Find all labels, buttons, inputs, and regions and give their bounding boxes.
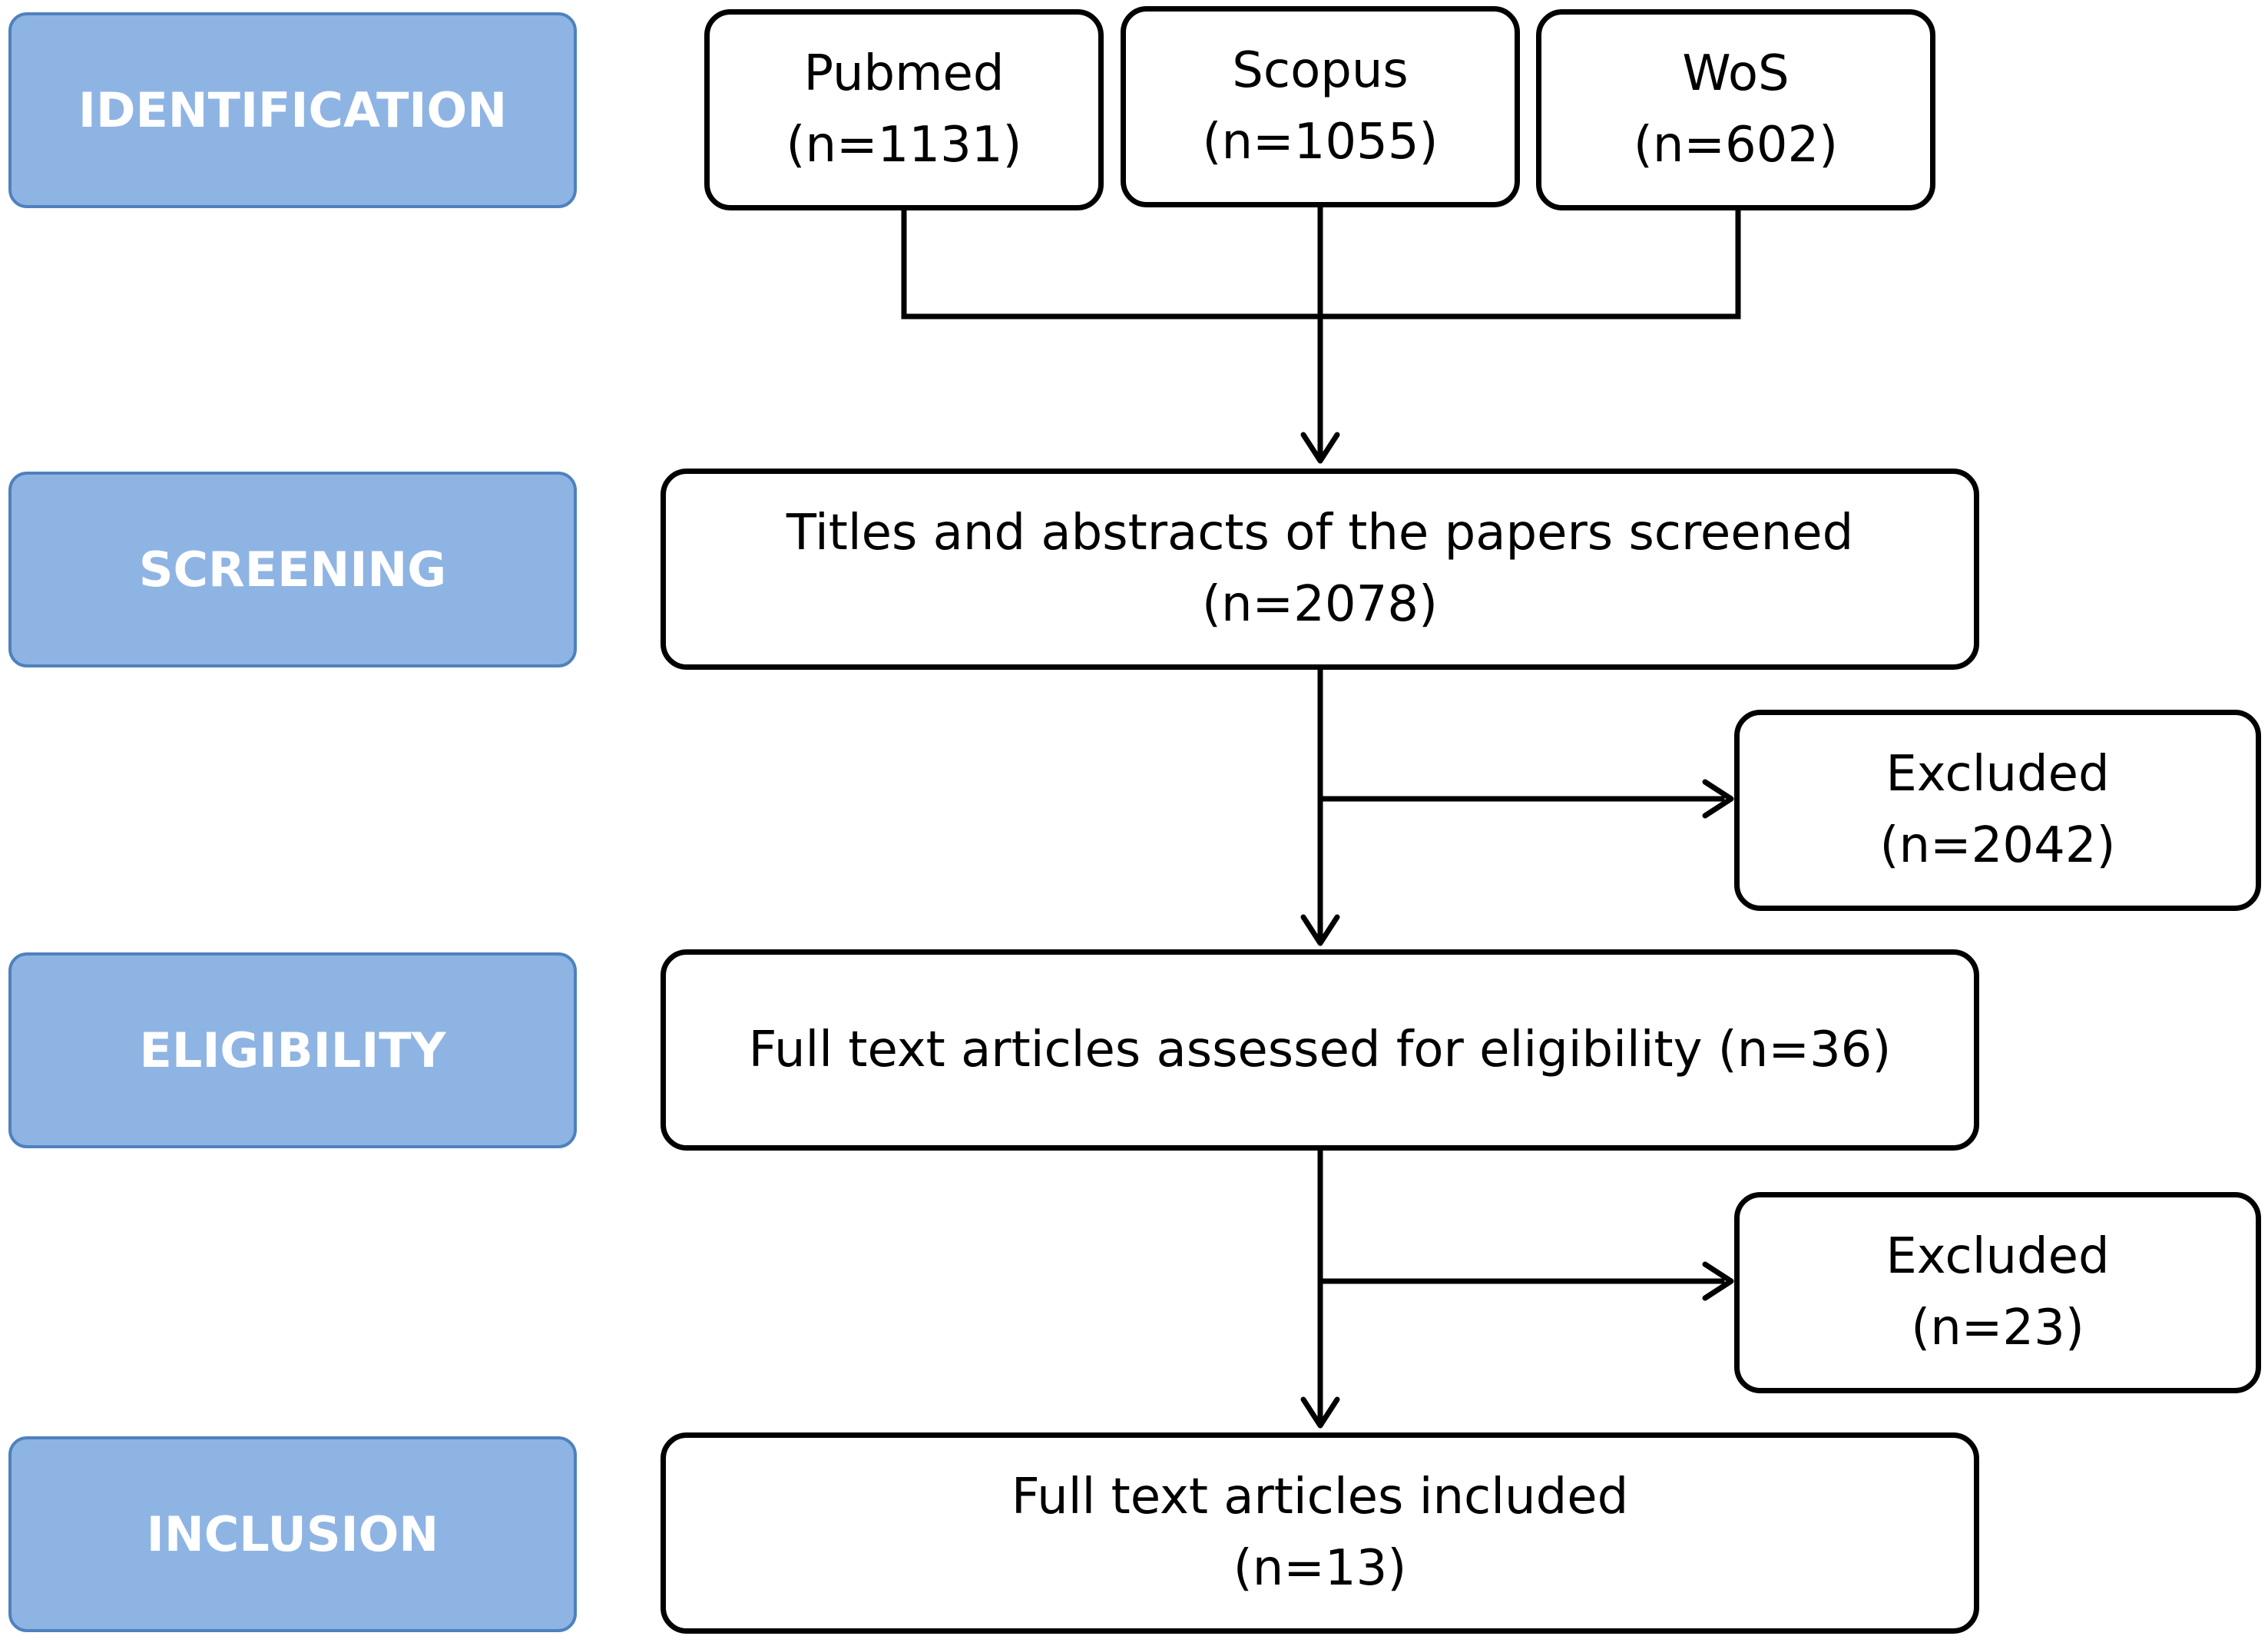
- stage-inclusion: INCLUSION: [8, 1436, 577, 1632]
- source-pubmed-count: (n=1131): [786, 117, 1022, 174]
- source-pubmed-name: Pubmed: [803, 45, 1005, 103]
- arrowhead-to-inclusion: [1300, 1396, 1340, 1429]
- stage-screening-label: SCREENING: [138, 541, 447, 598]
- source-wos-name: WoS: [1682, 45, 1790, 103]
- source-scopus-box: Scopus (n=1055): [1121, 6, 1520, 207]
- eligibility-label: Full text articles assessed for eligibil…: [748, 1021, 1892, 1078]
- source-scopus-count: (n=1055): [1202, 114, 1439, 171]
- source-wos-count: (n=602): [1633, 117, 1839, 174]
- stage-eligibility-label: ELIGIBILITY: [139, 1022, 446, 1078]
- excluded-screening-count: (n=2042): [1879, 817, 2116, 874]
- inclusion-box: Full text articles included (n=13): [661, 1432, 1979, 1634]
- arrowhead-to-excluded-eligibility: [1702, 1261, 1734, 1301]
- inclusion-count: (n=13): [1233, 1540, 1407, 1597]
- excluded-eligibility-box: Excluded (n=23): [1734, 1192, 2261, 1393]
- stage-eligibility: ELIGIBILITY: [8, 952, 577, 1148]
- excluded-eligibility-label: Excluded: [1886, 1228, 2110, 1286]
- arrowhead-to-eligibility: [1300, 914, 1340, 946]
- screening-box: Titles and abstracts of the papers scree…: [661, 469, 1979, 670]
- inclusion-label: Full text articles included: [1011, 1469, 1629, 1526]
- excluded-eligibility-count: (n=23): [1911, 1300, 2084, 1356]
- stage-screening: SCREENING: [8, 472, 577, 667]
- stage-identification-label: IDENTIFICATION: [78, 82, 508, 138]
- screening-count: (n=2078): [1202, 576, 1438, 633]
- arrowhead-to-screening: [1300, 432, 1340, 464]
- screening-label: Titles and abstracts of the papers scree…: [786, 505, 1854, 562]
- source-wos-box: WoS (n=602): [1536, 9, 1935, 210]
- excluded-screening-label: Excluded: [1886, 746, 2110, 803]
- source-pubmed-box: Pubmed (n=1131): [704, 9, 1104, 210]
- excluded-screening-box: Excluded (n=2042): [1734, 710, 2261, 911]
- arrowhead-to-excluded-screening: [1702, 779, 1734, 819]
- source-scopus-name: Scopus: [1232, 42, 1409, 100]
- stage-inclusion-label: INCLUSION: [146, 1506, 439, 1562]
- stage-identification: IDENTIFICATION: [8, 12, 577, 208]
- eligibility-box: Full text articles assessed for eligibil…: [661, 949, 1979, 1151]
